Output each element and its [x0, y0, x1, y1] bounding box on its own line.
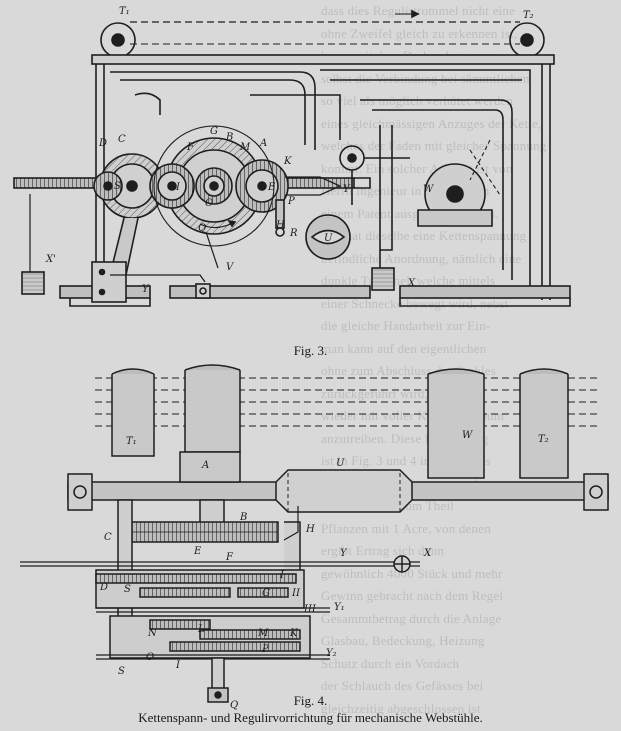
handle-v	[195, 283, 211, 299]
label4-n: N	[147, 628, 158, 639]
fig3-caption: Fig. 3.	[293, 343, 328, 358]
label-y-bottom: Y	[142, 284, 150, 295]
label4-roman-i: I	[279, 570, 285, 581]
label4-roman-iii: III	[303, 604, 317, 615]
label4-d: D	[99, 582, 108, 593]
label-a: A	[259, 138, 267, 149]
label-i: I	[175, 182, 181, 193]
label4-p: P	[261, 644, 269, 655]
show-through-line: gewöhnlich 4000 Stück und mehr	[321, 565, 503, 581]
show-through-line: der Schlauch des Gefässes bei	[321, 678, 484, 693]
roller-u-4	[275, 469, 413, 513]
show-through-line: befindliche Anordnung, nämlich eine	[321, 250, 522, 266]
label4-a: A	[201, 460, 209, 471]
gear-f-outline	[153, 125, 275, 247]
label-s: S	[114, 181, 121, 192]
show-through-line: selbst die Verbindung bei sämmtlichen	[321, 70, 530, 86]
frame-top-rail	[91, 54, 555, 65]
beam-a	[184, 370, 241, 453]
show-through-line: dass dies Regulirtrommel nicht eine	[321, 3, 516, 18]
label4-s: S	[124, 584, 131, 595]
label4-w: W	[462, 430, 473, 441]
weight-x-prime	[21, 271, 45, 295]
label-q: Q	[198, 223, 206, 234]
label4-y1: Y₁	[334, 602, 345, 613]
show-through-line: Gesammtbetrag durch die Anlage	[321, 610, 502, 626]
label4-f: F	[225, 552, 234, 563]
show-through-line: Schutz durch ein Vordach	[321, 655, 460, 671]
label4-t1: T₁	[126, 436, 137, 447]
label-t2: T₂	[523, 10, 534, 21]
fig4-caption: Fig. 4.	[293, 693, 328, 708]
label4-e: E	[193, 546, 202, 557]
label4-h: H	[305, 524, 315, 535]
label4-k: K	[289, 628, 298, 639]
label-o: O	[205, 198, 213, 209]
label-w: W	[423, 184, 434, 195]
label-d: D	[98, 138, 107, 149]
label4-o: O	[146, 652, 154, 663]
label4-g: G	[262, 588, 270, 599]
label-f: F	[186, 142, 195, 153]
base-right	[399, 285, 571, 299]
label4-i: I	[175, 660, 181, 671]
label4-b: B	[239, 512, 247, 523]
show-through-line: ergibt Ertrag sich dann	[321, 543, 445, 558]
beam-t2	[519, 374, 569, 479]
label4-m: M	[257, 628, 269, 639]
show-through-line: welches der Faden mit gleicher Spannung	[321, 138, 547, 153]
label-y-top: Y	[343, 184, 351, 195]
show-through-line: Glasbau, Bedeckung, Heizung	[321, 633, 485, 648]
show-through-line: gleichzeitig abgeschlossen ist	[321, 700, 481, 716]
beam-t1	[111, 374, 155, 457]
label-u: U	[324, 233, 333, 244]
label-g: G	[210, 126, 218, 137]
label4-y: Y	[340, 548, 348, 559]
show-through-line: dunkle Trommel, welche mittels	[321, 273, 496, 288]
label4-u: U	[336, 458, 345, 469]
show-through-line: man kann auf den eigentlichen	[321, 340, 487, 356]
show-through-line: die gleiche Handarbeit zur Ein-	[321, 318, 491, 333]
label-m: M	[239, 142, 251, 153]
show-through-line: auf; hat dieselbe eine Kettenspannung	[321, 228, 527, 243]
figure-4-labels: T₁ A U W T₂ B C H E F Y X D S G I II III…	[99, 430, 549, 711]
label4-l: L	[197, 624, 205, 635]
label-k: K	[283, 156, 292, 167]
figure-4	[20, 364, 609, 703]
label-x-prime: X'	[45, 254, 56, 265]
label-r: R	[289, 228, 298, 239]
bracket	[91, 261, 127, 303]
frame-right-post	[541, 64, 551, 300]
label-e: E	[267, 182, 276, 193]
label4-s-bottom: S	[118, 666, 125, 677]
label-p: P	[287, 196, 295, 207]
figure-3-labels: T₁ T₂ D C F G B M A K S I O E Q P R H Y …	[45, 6, 534, 295]
label-b: B	[225, 132, 233, 143]
figure-title: Kettenspann- und Regulirvorrichtung für …	[138, 710, 483, 725]
show-through-line: Pflanzen mit 1 Acre, von denen	[321, 520, 491, 536]
show-through-line: eines gleichmässigen Anzuges der Kette,	[321, 115, 542, 131]
beam-w	[427, 374, 485, 479]
label4-y2: Y₂	[326, 648, 337, 659]
label-c: C	[118, 134, 126, 145]
arrow-icon	[411, 9, 420, 19]
figure-3	[13, 9, 571, 307]
label4-t2: T₂	[538, 434, 549, 445]
label-v: V	[226, 262, 235, 273]
label4-roman-ii: II	[291, 588, 301, 599]
label4-x: X	[423, 548, 432, 559]
label-h: H	[275, 220, 285, 231]
label-x: X	[407, 278, 416, 289]
label4-c: C	[104, 532, 112, 543]
show-through-line: Gewinn gebracht nach dem Regel	[321, 588, 504, 603]
show-through-line: ohne Zweifel gleich zu erkennen ist,	[321, 25, 518, 41]
weight-x	[371, 267, 395, 291]
label-t1: T₁	[119, 6, 130, 17]
label4-q: Q	[230, 700, 238, 711]
